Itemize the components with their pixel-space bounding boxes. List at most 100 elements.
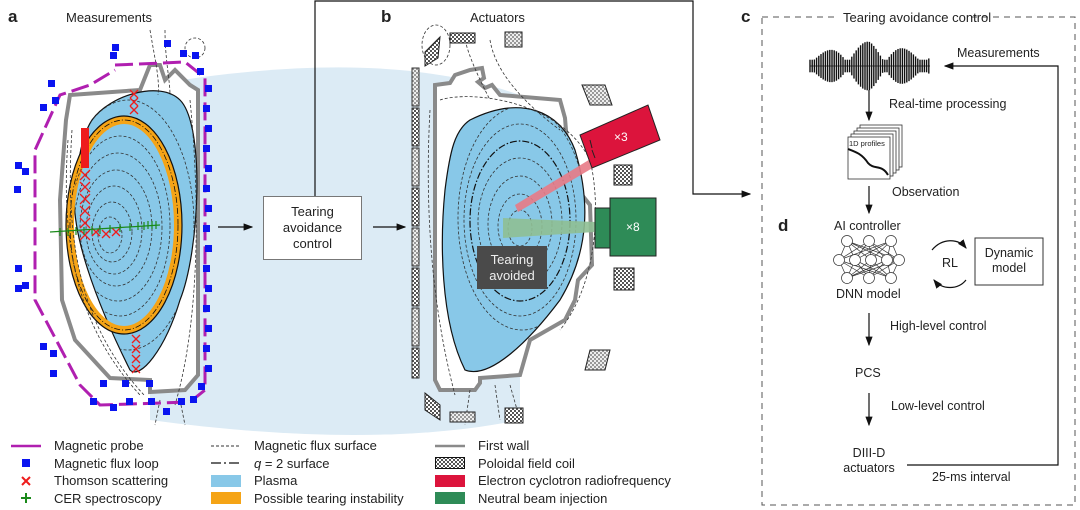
flux-loops (14, 40, 212, 415)
thomson-icon (8, 474, 44, 488)
profile-curve (847, 148, 889, 176)
tearing-avoidance-control-box: Tearing avoidance control (263, 196, 362, 260)
dnn-node (885, 272, 897, 284)
dnn-node (833, 254, 845, 266)
dnn-network (833, 235, 905, 284)
panel-letter-d: d (778, 216, 789, 235)
legend-item: Magnetic probe (8, 437, 168, 455)
measurement-waveform (809, 41, 930, 91)
legend-item: Plasma (208, 472, 404, 490)
flux-surface-icon (208, 439, 244, 453)
q2-surface-icon (208, 456, 244, 470)
legend-item: Poloidal field coil (432, 455, 671, 473)
rl-arrow-top (931, 239, 967, 251)
dnn-edge (854, 240, 892, 261)
observation-label: Observation (892, 185, 960, 199)
diiid-actuators-label: DIII-D actuators (841, 446, 897, 476)
dnn-node (885, 235, 897, 247)
nbi-icon (432, 491, 468, 505)
q2-label-text: = 2 surface (261, 455, 330, 471)
nbi-beam (503, 218, 595, 238)
ai-controller-label: AI controller (834, 219, 901, 233)
dynamic-model-line1: Dynamic (984, 246, 1034, 260)
dnn-node (849, 254, 861, 266)
q-symbol: q (254, 455, 262, 471)
measurements-label: Measurements (957, 46, 1040, 60)
legend-item: Magnetic flux surface (208, 437, 404, 455)
interval-label: 25-ms interval (932, 470, 1011, 484)
dnn-edge (846, 259, 888, 279)
legend-label: Magnetic flux surface (254, 438, 377, 454)
legend-item: Magnetic flux loop (8, 455, 168, 473)
dnn-model-label: DNN model (836, 287, 901, 301)
realtime-processing-label: Real-time processing (889, 97, 1007, 111)
center-box-line3: control (292, 236, 333, 251)
tearing-avoided-line1: Tearing (490, 251, 534, 267)
panel-title-measurements: Measurements (66, 10, 152, 25)
legend-label: Thomson scattering (54, 473, 169, 489)
legend-item: Neutral beam injection (432, 490, 671, 508)
profiles-stack (847, 124, 903, 180)
legend-label: Magnetic flux loop (54, 455, 159, 471)
tearing-avoided-label: Tearing avoided (477, 246, 547, 289)
legend-item: CER spectroscopy (8, 490, 168, 508)
dynamic-model-box (974, 237, 1044, 286)
legend-label: Electron cyclotron radiofrequency (478, 473, 671, 489)
profiles-label: 1D profiles (849, 139, 885, 148)
legend-item: Thomson scattering (8, 472, 168, 490)
legend-item: Possible tearing instability (208, 490, 404, 508)
feedback-line-to-c (314, 0, 752, 198)
dnn-edge (868, 240, 900, 261)
dynamic-model-line2: model (991, 261, 1027, 275)
first-wall-icon (432, 439, 468, 453)
ecrf-icon (432, 474, 468, 488)
panel-letter-b: b (381, 7, 392, 26)
high-level-control-label: High-level control (890, 319, 987, 333)
cer-chords (49, 221, 161, 236)
legend-label: Neutral beam injection (478, 490, 608, 506)
ecrf-count: ×3 (614, 130, 628, 144)
cer-icon (8, 491, 44, 505)
panel-b-tokamak (411, 24, 661, 426)
legend-label: First wall (478, 438, 530, 454)
tearing-icon (208, 491, 244, 505)
diiid-line1: DIII-D (852, 446, 886, 460)
dnn-edge (838, 259, 892, 279)
diiid-line2: actuators (843, 461, 895, 475)
panel-a-tokamak (14, 29, 212, 426)
dnn-node (865, 254, 877, 266)
dnn-node (841, 272, 853, 284)
ecrf-beam (515, 158, 596, 212)
rl-label: RL (942, 256, 958, 270)
rl-arrow-bottom (933, 279, 967, 289)
dynamic-model-label: Dynamic model (975, 246, 1043, 276)
legend-item: Electron cyclotron radiofrequency (432, 472, 671, 490)
dnn-edge (846, 240, 888, 261)
dnn-node (841, 235, 853, 247)
legend-label: Poloidal field coil (478, 455, 575, 471)
dnn-node (863, 235, 875, 247)
low-level-control-label: Low-level control (891, 399, 985, 413)
tearing-avoided-line2: avoided (489, 267, 535, 283)
legend-item: q = 2 surface (208, 455, 404, 473)
magnetic-probe-icon (8, 439, 44, 453)
pf-coil-icon (432, 456, 468, 470)
panel-letter-c: c (741, 7, 751, 26)
plasma-icon (208, 474, 244, 488)
panel-letter-a: a (8, 7, 18, 26)
dnn-node (893, 254, 905, 266)
pcs-label: PCS (855, 366, 881, 380)
legend-label: Plasma (254, 473, 298, 489)
dnn-edge (838, 240, 892, 261)
feedback-loop (907, 62, 1059, 466)
plasma-b (441, 107, 586, 373)
legend-col3: First wall Poloidal field coil Electron … (432, 437, 671, 507)
magnetic-probe-line (33, 60, 207, 407)
nbi-count: ×8 (626, 220, 640, 234)
center-box-line2: avoidance (282, 220, 343, 235)
thomson-crosses (79, 89, 141, 374)
dnn-edge (838, 240, 870, 261)
legend-col1: Magnetic probe Magnetic flux loop Thomso… (8, 437, 168, 507)
thomson-vertical-top (81, 128, 89, 168)
